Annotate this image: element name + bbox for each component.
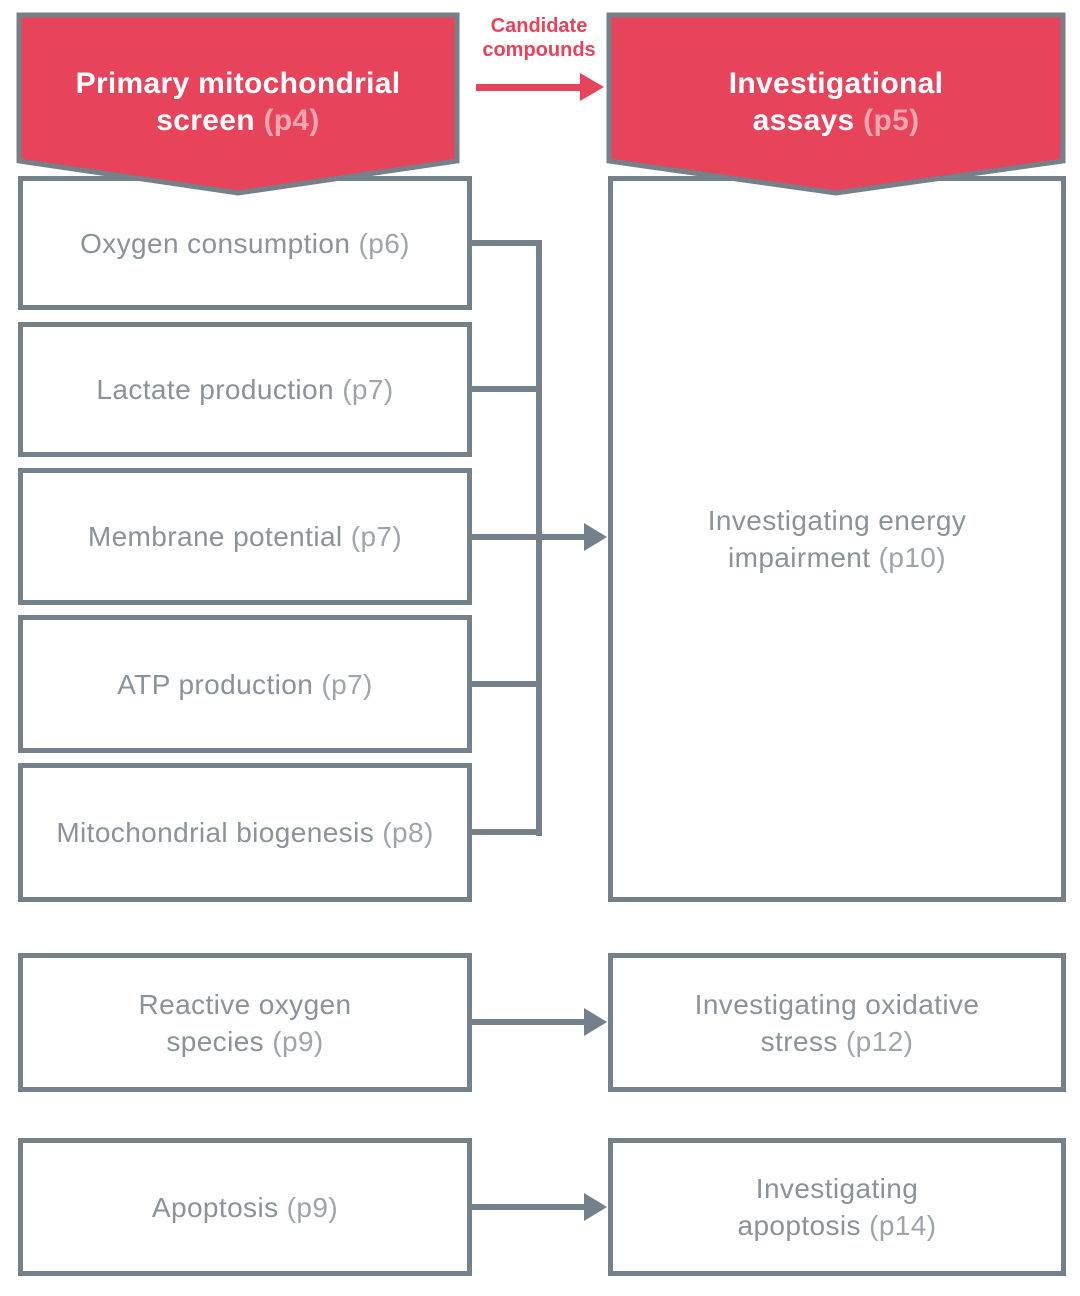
box-label: Membrane potential	[87, 521, 343, 552]
candidate-compounds-arrow-head-icon	[580, 73, 604, 101]
box-page-ref: (p8)	[382, 817, 434, 848]
box-page-ref: (p7)	[350, 521, 403, 552]
candidate-compounds-arrow-line	[476, 84, 582, 91]
screen-box-atp-production: ATP production (p7)	[18, 615, 472, 753]
candidate-compounds-label: Candidate compounds	[482, 15, 596, 61]
box-page-ref: (p9)	[286, 1191, 339, 1223]
box-label: ATP production	[117, 668, 314, 700]
energy-impairment-arrow-head-icon	[584, 523, 607, 551]
investigational-assays-banner: Investigational assays (p5)	[606, 12, 1066, 196]
box-page-ref: (p9)	[272, 1025, 324, 1057]
box-page-ref: (p10)	[878, 542, 947, 573]
box-label: Investigating apoptosis	[737, 1173, 919, 1241]
primary-screen-banner: Primary mitochondrial screen (p4)	[16, 12, 460, 196]
box-label: Lactate production	[96, 374, 334, 405]
screen-box-apoptosis: Apoptosis (p9)	[18, 1138, 472, 1276]
apoptosis-arrow-head-icon	[584, 1193, 607, 1221]
screen-box-mitochondrial-biogenesis: Mitochondrial biogenesis (p8)	[18, 763, 472, 902]
box-page-ref: (p6)	[358, 227, 410, 259]
primary-screen-page-ref: (p4)	[263, 104, 320, 137]
oxidative-stress-arrow-head-icon	[584, 1008, 607, 1036]
connector-mitochondrial-biogenesis	[470, 829, 542, 835]
screen-box-oxygen-consumption: Oxygen consumption (p6)	[18, 176, 472, 310]
screen-box-reactive-oxygen-species: Reactive oxygen species (p9)	[18, 953, 472, 1092]
box-label: Reactive oxygen species	[138, 988, 352, 1057]
box-label: Apoptosis	[151, 1191, 279, 1223]
connector-atp-production	[470, 681, 542, 687]
connector-lactate-production	[470, 386, 542, 392]
box-label: Oxygen consumption	[80, 227, 351, 259]
box-page-ref: (p7)	[342, 374, 394, 405]
connector-oxygen-consumption	[470, 240, 542, 246]
box-page-ref: (p14)	[869, 1210, 937, 1241]
ribbon-shape	[16, 12, 460, 196]
screen-box-membrane-potential: Membrane potential (p7)	[18, 468, 472, 605]
investigational-assays-page-ref: (p5)	[863, 104, 920, 137]
assay-box-oxidative-stress: Investigating oxidative stress (p12)	[608, 953, 1066, 1092]
primary-screen-banner-text: Primary mitochondrial screen (p4)	[16, 42, 460, 162]
connector-energy-impairment-arrow-line	[470, 534, 586, 540]
screen-box-lactate-production: Lactate production (p7)	[18, 322, 472, 457]
connector-apoptosis-arrow-line	[470, 1204, 586, 1210]
connector-oxidative-stress-arrow-line	[470, 1019, 586, 1025]
assay-box-apoptosis: Investigating apoptosis (p14)	[608, 1138, 1066, 1276]
box-label: Investigating energy impairment	[707, 505, 967, 573]
box-page-ref: (p12)	[845, 1025, 914, 1057]
assay-box-energy-impairment: Investigating energy impairment (p10)	[608, 176, 1066, 902]
investigational-assays-banner-text: Investigational assays (p5)	[606, 42, 1066, 162]
investigational-assays-title: Investigational assays	[728, 67, 944, 137]
ribbon-shape	[606, 12, 1066, 196]
box-label: Investigating oxidative stress	[694, 988, 980, 1057]
box-page-ref: (p7)	[321, 668, 373, 700]
primary-screen-title: Primary mitochondrial screen	[75, 67, 401, 137]
box-label: Mitochondrial biogenesis	[56, 817, 375, 848]
